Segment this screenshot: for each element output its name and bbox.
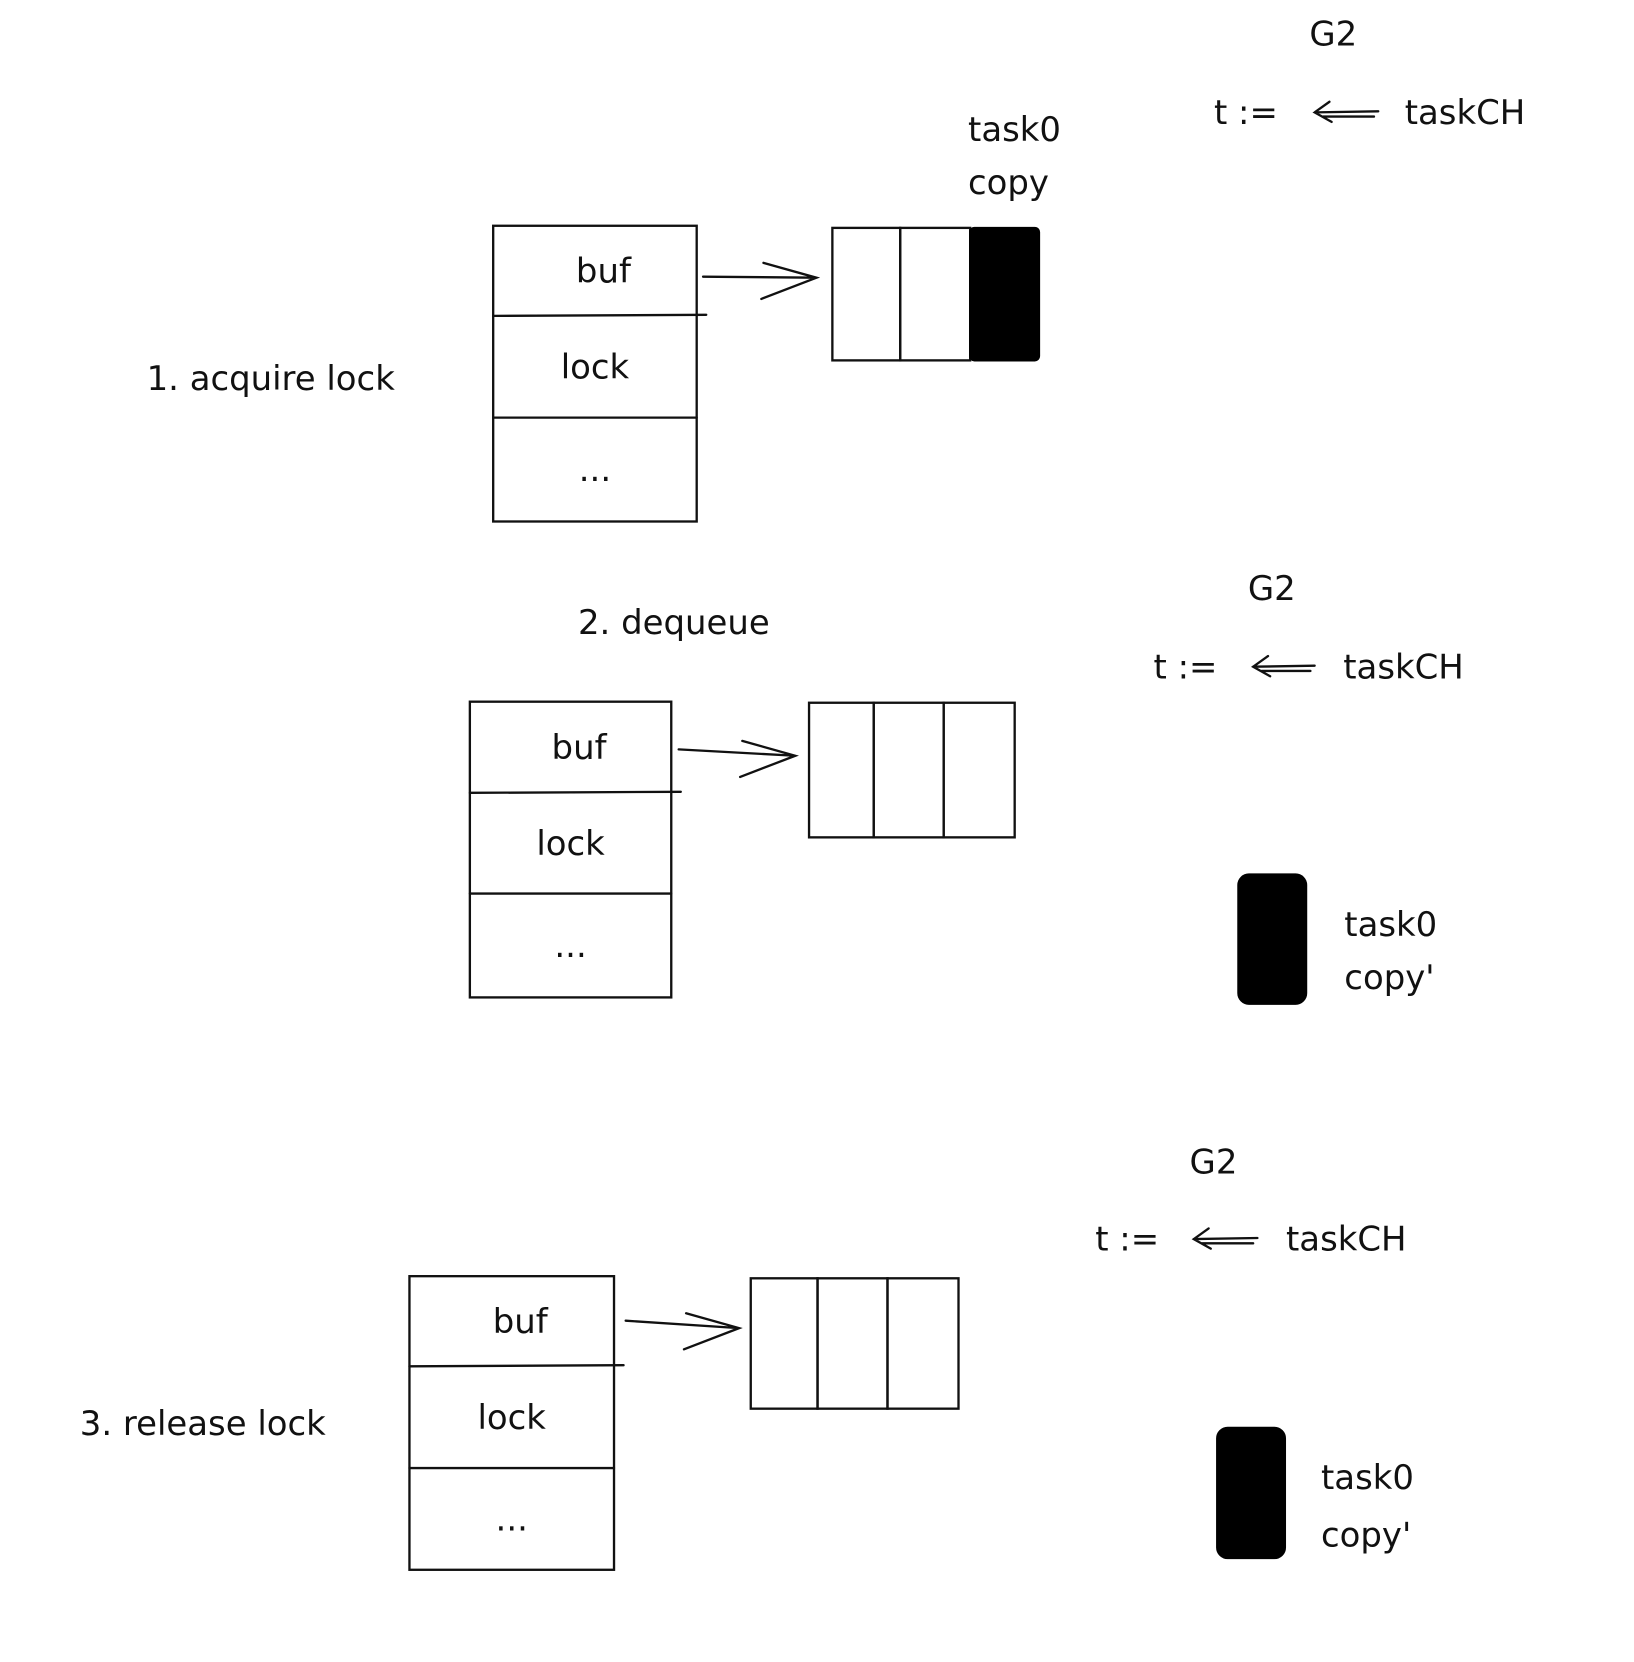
- step-label: 3. release lock: [80, 1404, 326, 1443]
- pointer-arrow-icon: [701, 261, 821, 301]
- struct-field-buf: buf: [552, 728, 608, 767]
- buffer-slot-empty: [886, 1277, 960, 1410]
- step-label: 1. acquire lock: [147, 359, 396, 398]
- struct-divider: [468, 790, 682, 895]
- assign-text: t :=: [1214, 93, 1278, 132]
- channel-struct: [408, 1275, 616, 1571]
- assign-text: t :=: [1154, 647, 1218, 686]
- buffer-slot-empty: [816, 1277, 889, 1410]
- struct-field-lock: lock: [478, 1398, 547, 1437]
- task-sublabel: copy: [968, 163, 1049, 202]
- buffer-slot-empty: [831, 226, 902, 362]
- panel-step-3: 3. release lock G2 t := taskCH buf lock... tas…: [80, 1142, 1414, 1571]
- channel-struct: [492, 224, 698, 523]
- struct-field-lock: lock: [536, 824, 605, 863]
- panel-step-2: 2. dequeue G2 t := taskCH buf lock... task0 cop…: [468, 569, 1464, 1005]
- goroutine-label: G2: [1190, 1142, 1238, 1181]
- struct-field-buf: buf: [493, 1302, 549, 1341]
- task-sublabel: copy': [1321, 1515, 1411, 1554]
- buffer-slot-empty: [807, 701, 875, 839]
- receive-arrow-icon: [1312, 100, 1380, 124]
- channel-label: taskCH: [1286, 1220, 1407, 1259]
- struct-field-more: ...: [579, 450, 611, 489]
- goroutine-label: G2: [1248, 569, 1296, 608]
- channel-label: taskCH: [1343, 647, 1464, 686]
- buffer-slot-filled: [969, 226, 1041, 362]
- buffer-slot-empty: [899, 226, 972, 362]
- buffer-slot-empty: [872, 701, 945, 839]
- struct-field-more: ...: [554, 926, 586, 965]
- pointer-arrow-icon: [677, 739, 799, 779]
- pointer-arrow-icon: [624, 1312, 743, 1351]
- task-label: task0: [1344, 905, 1437, 944]
- panel-step-1: 1. acquire lock G2 t := taskCH buf lock... tas…: [147, 15, 1526, 523]
- channel-label: taskCH: [1405, 93, 1526, 132]
- goroutine-label: G2: [1309, 15, 1357, 54]
- struct-field-buf: buf: [576, 251, 632, 290]
- buffer-slot-empty: [749, 1277, 819, 1410]
- struct-divider: [492, 313, 708, 419]
- struct-field-lock: lock: [561, 347, 630, 386]
- struct-field-more: ...: [496, 1500, 528, 1539]
- channel-struct: [468, 700, 673, 999]
- task-copy-block: [1237, 873, 1308, 1005]
- task-copy-block: [1216, 1426, 1287, 1560]
- struct-divider: [408, 1364, 625, 1470]
- task-label: task0: [968, 110, 1061, 149]
- step-label: 2. dequeue: [578, 603, 770, 642]
- task-label: task0: [1321, 1458, 1414, 1497]
- buffer-slot-empty: [942, 701, 1016, 839]
- task-sublabel: copy': [1344, 958, 1434, 997]
- assign-text: t :=: [1095, 1220, 1159, 1259]
- receive-arrow-icon: [1191, 1227, 1259, 1250]
- receive-arrow-icon: [1250, 654, 1316, 678]
